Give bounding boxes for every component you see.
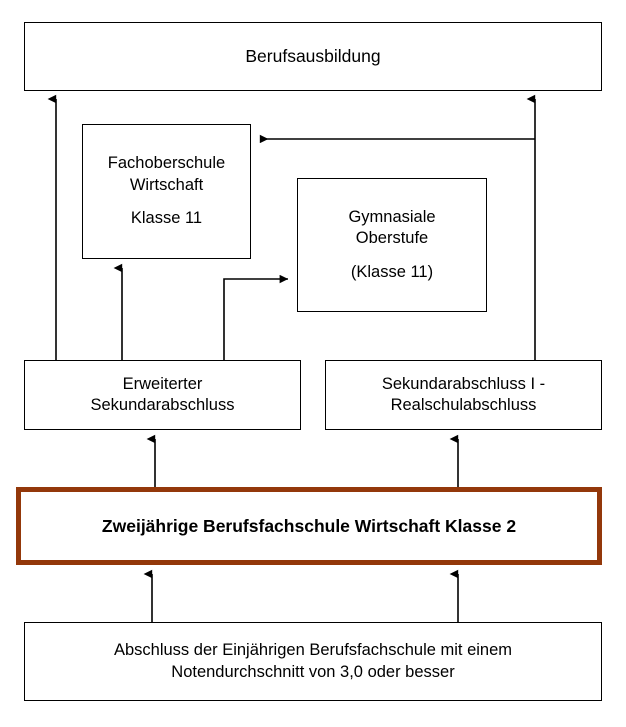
node-gymnasiale-line-1: Gymnasiale [348, 207, 436, 226]
node-fachoberschule-line-1: Fachoberschule [107, 154, 226, 173]
node-gymnasiale-line-2: Oberstufe [355, 229, 429, 248]
node-abschluss-line-1: Abschluss der Einjährigen Berufsfachschu… [113, 641, 513, 660]
node-sek1-line-2: Realschulabschluss [390, 396, 537, 414]
node-sek1-line-1: Sekundarabschluss I - [381, 374, 546, 393]
node-zweijaehrige-berufsfachschule-wirtschaft-klasse-2[interactable]: Zweijährige Berufsfachschule Wirtschaft … [16, 487, 602, 565]
node-fachoberschule-line-3: Klasse 11 [130, 209, 203, 228]
edge-erweiterter-to-gymnasiale [223, 274, 289, 360]
node-abschluss-line-2: Notendurchschnitt von 3,0 oder besser [171, 662, 455, 681]
node-fachoberschule-wirtschaft[interactable]: Fachoberschule Wirtschaft Klasse 11 [82, 124, 251, 259]
node-fachoberschule-line-2: Wirtschaft [129, 175, 204, 194]
node-erweiterter-line-2: Sekundarabschluss [90, 396, 235, 414]
node-gymnasiale-line-3: (Klasse 11) [350, 262, 434, 281]
node-sekundarabschluss-i-realschulabschluss[interactable]: Sekundarabschluss I - Realschulabschluss [325, 360, 602, 430]
node-erweiterter-sekundarabschluss[interactable]: Erweiterter Sekundarabschluss [24, 360, 301, 430]
node-bfs2-line-1: Zweijährige Berufsfachschule Wirtschaft … [101, 515, 517, 536]
node-berufsausbildung-line-1: Berufsausbildung [245, 46, 381, 67]
node-abschluss-einjaehrige-berufsfachschule[interactable]: Abschluss der Einjährigen Berufsfachschu… [24, 622, 602, 701]
node-gymnasiale-oberstufe[interactable]: Gymnasiale Oberstufe (Klasse 11) [297, 178, 487, 312]
node-berufsausbildung[interactable]: Berufsausbildung [24, 22, 602, 91]
node-erweiterter-line-1: Erweiterter [122, 374, 203, 393]
